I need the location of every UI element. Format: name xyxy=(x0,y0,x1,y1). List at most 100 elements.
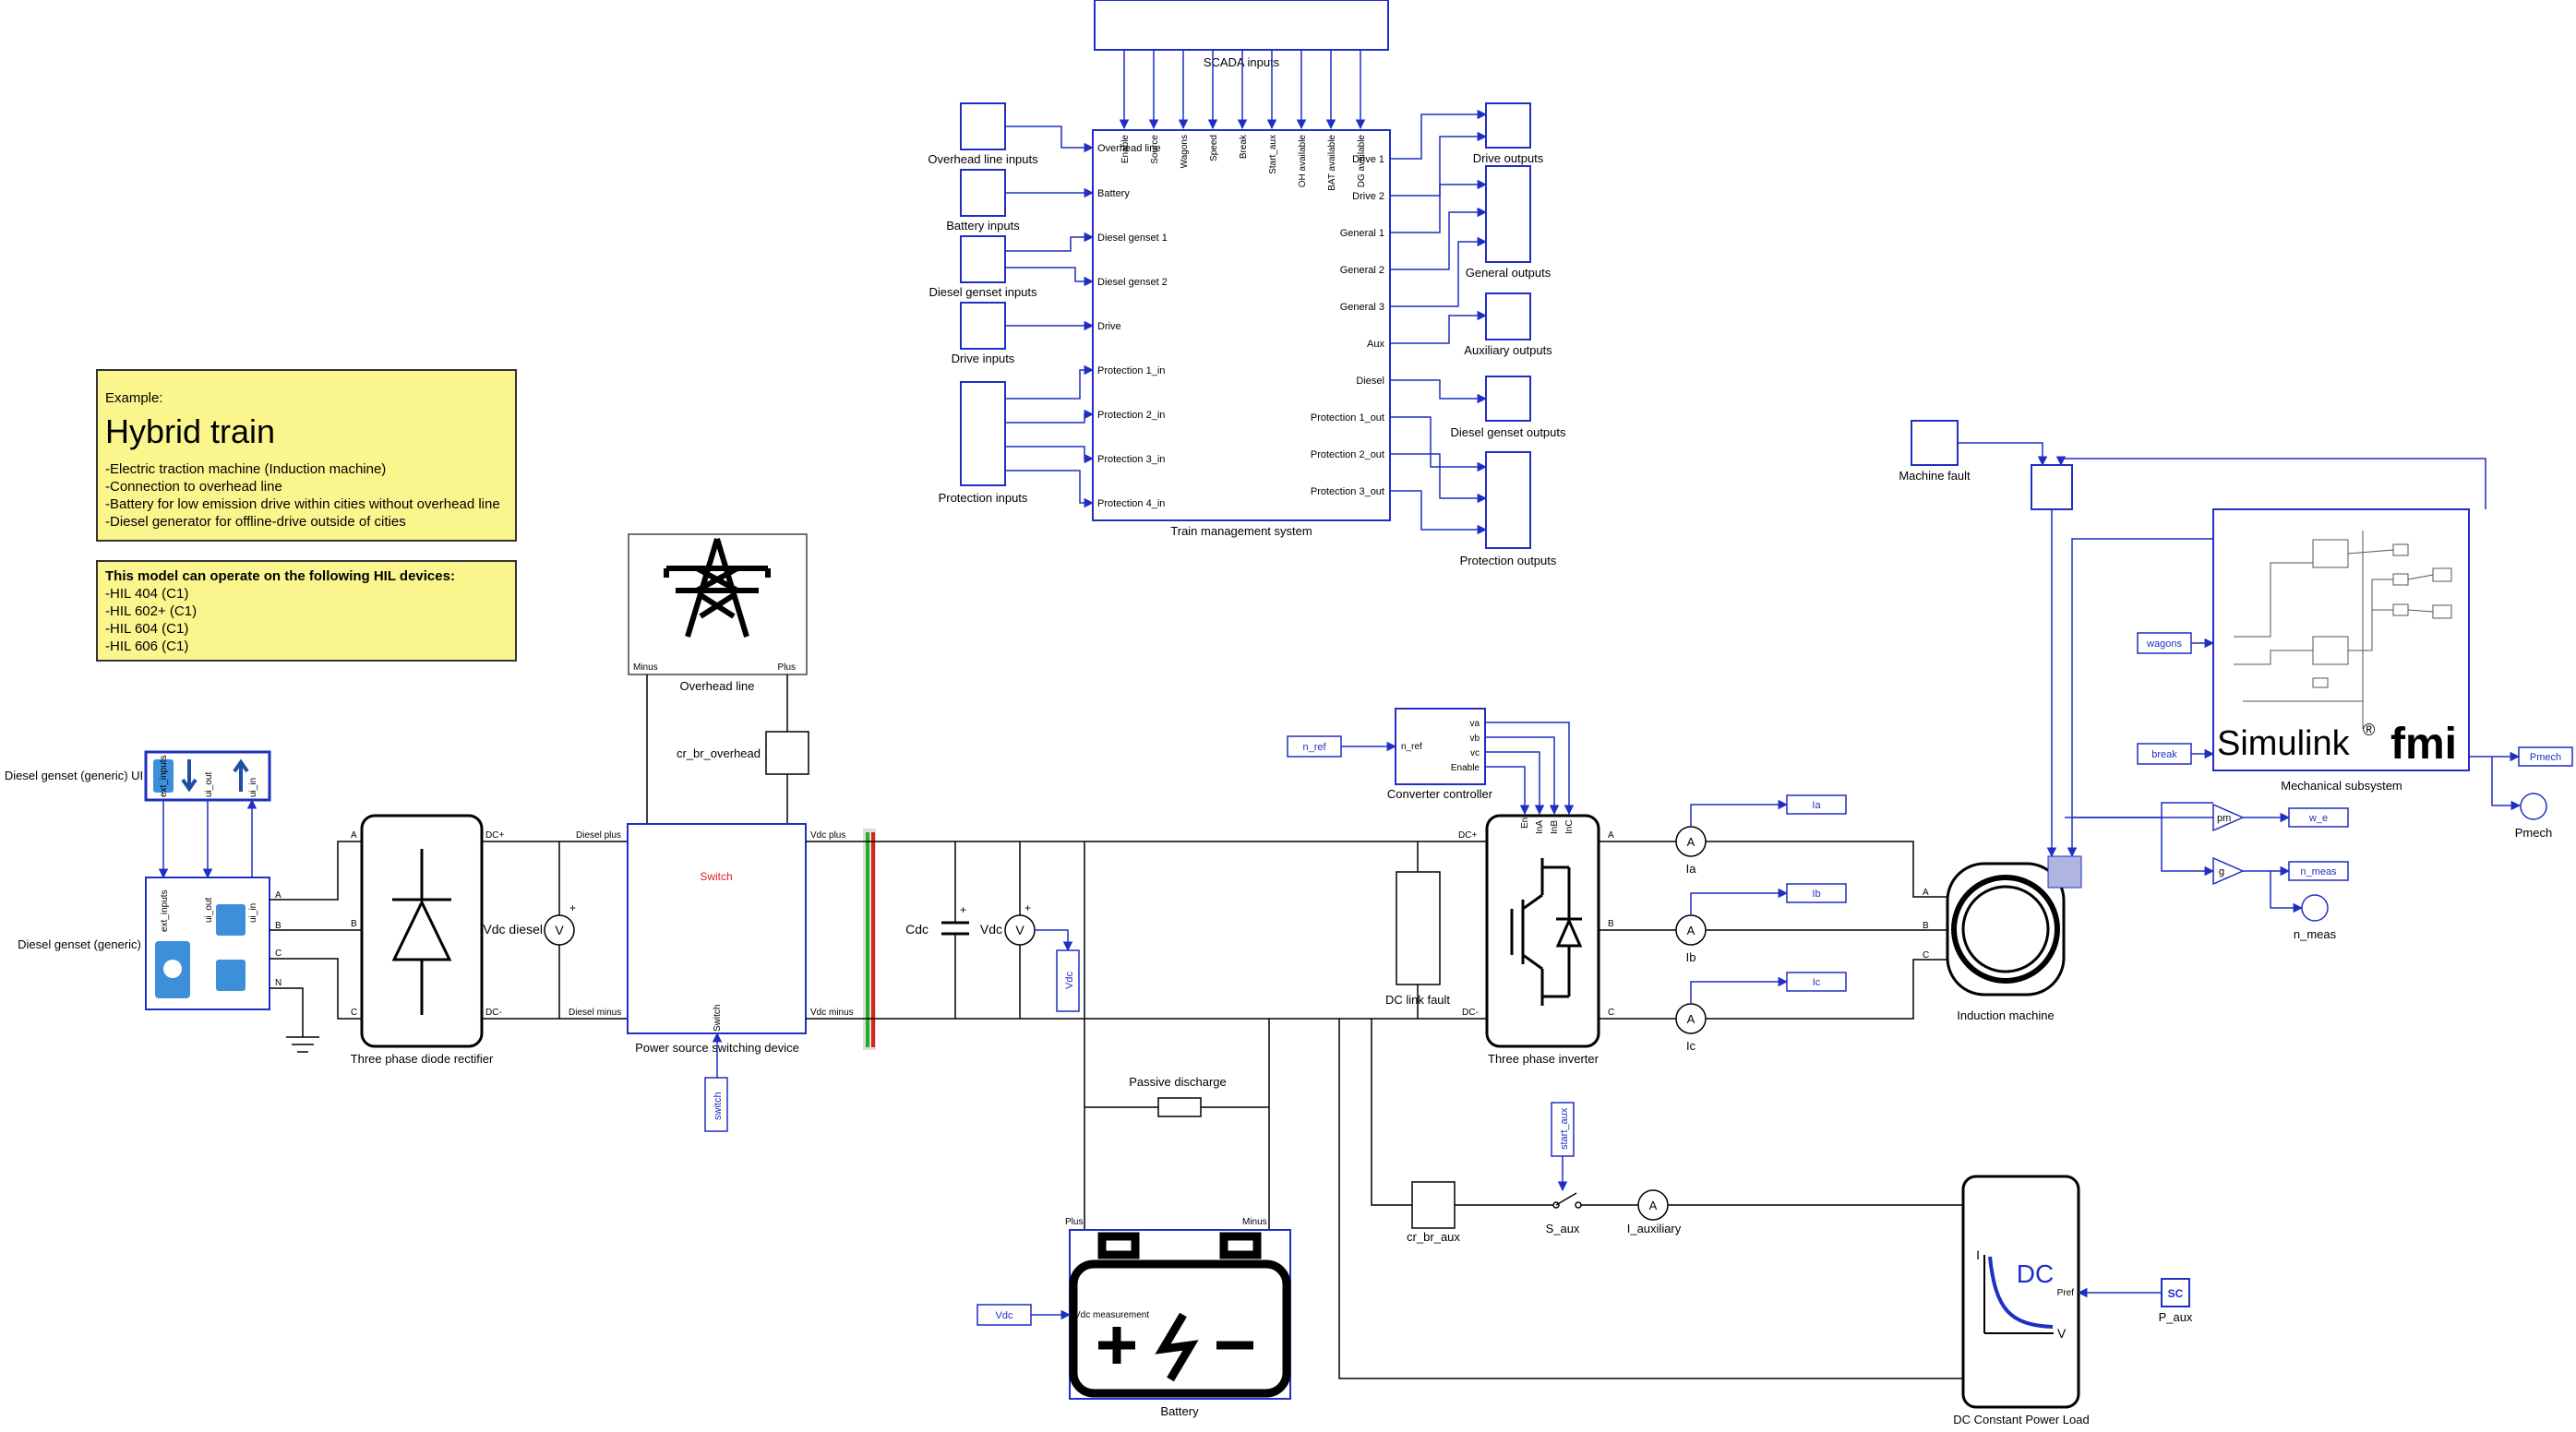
cr-br-aux-label: cr_br_aux xyxy=(1407,1230,1460,1244)
dc-constant-power-load[interactable]: I V DC Pref xyxy=(1961,1175,2080,1409)
p-aux-block[interactable]: SC xyxy=(2161,1278,2190,1307)
tms-top-ports: Enable Source Wagons Speed Break Start_a… xyxy=(1120,134,1367,191)
wagons-tag[interactable]: wagons xyxy=(2137,632,2192,654)
ic-label: Ic xyxy=(1686,1039,1696,1053)
voltmeter-icon: V xyxy=(1015,923,1024,937)
tms-port-drive: Drive xyxy=(1097,321,1121,332)
converter-controller-label: Converter controller xyxy=(1387,787,1493,801)
dc-axis-v: V xyxy=(2057,1326,2067,1341)
arrow-up-icon xyxy=(233,758,249,792)
n-ref-tag-label: n_ref xyxy=(1302,742,1326,753)
train-management-system[interactable]: Train management system xyxy=(1092,129,1391,538)
drive-outputs-block[interactable]: Drive outputs xyxy=(1473,102,1544,165)
hil-line: -HIL 602+ (C1) xyxy=(105,603,198,619)
s-aux-switch[interactable] xyxy=(1552,1192,1582,1209)
scada-signal-lines xyxy=(1119,50,1366,130)
switch-tag[interactable]: switch xyxy=(704,1077,728,1132)
switching-device-block[interactable]: Switch Diesel plus Diesel minus Vdc plus… xyxy=(569,823,854,1034)
inv-port-b: B xyxy=(1608,919,1614,929)
break-tag[interactable]: break xyxy=(2137,743,2192,765)
overhead-line-block[interactable]: Minus Plus xyxy=(628,533,808,675)
scada-inputs-block[interactable]: SCADA inputs xyxy=(1094,0,1389,69)
drive-inputs-block[interactable]: Drive inputs xyxy=(952,302,1015,365)
cdc-capacitor[interactable] xyxy=(941,841,969,1019)
ammeter-icon: A xyxy=(1649,1199,1658,1212)
battery-inputs-label: Battery inputs xyxy=(946,219,1020,233)
genset-port-n: N xyxy=(275,978,282,988)
n-meas-scope[interactable] xyxy=(2301,894,2329,922)
auxiliary-outputs-block[interactable]: Auxiliary outputs xyxy=(1464,292,1552,357)
genset-port-b: B xyxy=(275,921,282,931)
pmech-tag[interactable]: Pmech xyxy=(2518,746,2573,767)
tms-port-protection-4-in: Protection 4_in xyxy=(1097,498,1165,509)
n-ref-tag[interactable]: n_ref xyxy=(1287,735,1342,758)
battery-inputs-block[interactable]: Battery inputs xyxy=(946,169,1020,233)
protection-outputs-block[interactable]: Protection outputs xyxy=(1460,451,1557,567)
tms-port-drive-2: Drive 2 xyxy=(1352,191,1384,202)
diode-rectifier-block[interactable]: A B C DC+ DC- xyxy=(351,814,504,1048)
plus-sign: + xyxy=(569,901,576,914)
rectifier-label: Three phase diode rectifier xyxy=(351,1052,494,1066)
igbt-icon xyxy=(1510,858,1583,1006)
switch-text: Switch xyxy=(700,870,732,883)
ammeter-ia[interactable]: A xyxy=(1675,826,1707,857)
pmech-scope[interactable] xyxy=(2520,793,2547,820)
diesel-genset-outputs-block[interactable]: Diesel genset outputs xyxy=(1450,376,1566,439)
mechanical-subsystem-block[interactable]: Simulink ® fmi xyxy=(2212,508,2470,771)
simulink-text: Simulink xyxy=(2217,724,2351,763)
auxiliary-outputs-label: Auxiliary outputs xyxy=(1464,343,1552,357)
machine-fault-block[interactable] xyxy=(1911,420,1959,466)
dc-load-port-pref: Pref xyxy=(2057,1288,2075,1298)
plus-sign: + xyxy=(1024,901,1031,914)
ib-tag[interactable]: Ib xyxy=(1786,883,1847,903)
tms-port-protection-3-in: Protection 3_in xyxy=(1097,454,1165,465)
tms-port-general-3: General 3 xyxy=(1340,302,1384,313)
tms-port-enable: Enable xyxy=(1120,135,1131,164)
ui-panel-icon xyxy=(153,759,174,793)
tms-port-general-1: General 1 xyxy=(1340,228,1384,239)
ia-label: Ia xyxy=(1686,862,1697,876)
overhead-line-inputs-block[interactable]: Overhead line inputs xyxy=(928,102,1038,166)
dc-link-fault-block[interactable] xyxy=(1396,871,1441,985)
gain-pm[interactable]: pm xyxy=(2212,803,2245,832)
vdc-tag[interactable]: Vdc xyxy=(1056,949,1080,1012)
mechanical-signal-lines xyxy=(1958,442,2486,858)
protection-inputs-block[interactable]: Protection inputs xyxy=(939,381,1028,505)
inv-port-dc-minus: DC- xyxy=(1462,1008,1479,1018)
battery-block[interactable]: Plus Minus Vdc measurement xyxy=(1065,1217,1291,1400)
gain-g[interactable]: g xyxy=(2212,856,2245,886)
cr-br-overhead-label: cr_br_overhead xyxy=(677,746,761,760)
vdc-diesel-voltmeter[interactable]: V + xyxy=(544,901,576,946)
general-outputs-label: General outputs xyxy=(1466,266,1552,280)
three-phase-inverter-block[interactable]: DC+ DC- En InA InB InC A B C xyxy=(1458,814,1614,1048)
ic-tag[interactable]: Ic xyxy=(1786,972,1847,992)
diesel-genset-ui-block[interactable]: ext_inputs ui_out ui_in xyxy=(144,750,271,802)
induction-machine-block[interactable]: A B C xyxy=(1923,855,2082,996)
ground-icon xyxy=(270,987,319,1053)
registered-mark: ® xyxy=(2363,721,2375,739)
w-e-tag[interactable]: w_e xyxy=(2288,807,2349,828)
cr-br-aux-block[interactable] xyxy=(1411,1181,1456,1229)
overhead-port-plus: Plus xyxy=(778,662,796,673)
general-outputs-block[interactable]: General outputs xyxy=(1466,165,1552,280)
diesel-genset-inputs-block[interactable]: Diesel genset inputs xyxy=(929,235,1037,299)
passive-discharge-label: Passive discharge xyxy=(1129,1075,1227,1089)
start-aux-tag[interactable]: start_aux xyxy=(1551,1102,1575,1157)
ia-tag[interactable]: Ia xyxy=(1786,794,1847,815)
battery-port-minus: Minus xyxy=(1242,1217,1267,1227)
vdc-signal-line xyxy=(1035,929,1073,952)
converter-controller-block[interactable]: n_ref va vb vc Enable xyxy=(1395,708,1486,785)
cr-br-overhead-block[interactable] xyxy=(765,731,809,775)
battery-vdc-tag[interactable]: Vdc xyxy=(976,1304,1032,1326)
fault-mux-block[interactable] xyxy=(2031,464,2073,510)
passive-discharge-resistor[interactable] xyxy=(1157,1097,1202,1117)
n-meas-tag[interactable]: n_meas xyxy=(2288,861,2349,881)
ammeter-ic[interactable]: A xyxy=(1675,1003,1707,1034)
tms-port-bat-available: BAT available xyxy=(1327,135,1337,191)
tms-port-battery: Battery xyxy=(1097,188,1130,199)
diesel-genset-block[interactable]: ext_inputs ui_out ui_in A B C N xyxy=(145,877,282,1010)
ammeter-ib[interactable]: A xyxy=(1675,914,1707,946)
cdc-label: Cdc xyxy=(905,922,929,937)
ammeter-i-auxiliary[interactable]: A xyxy=(1637,1189,1669,1221)
